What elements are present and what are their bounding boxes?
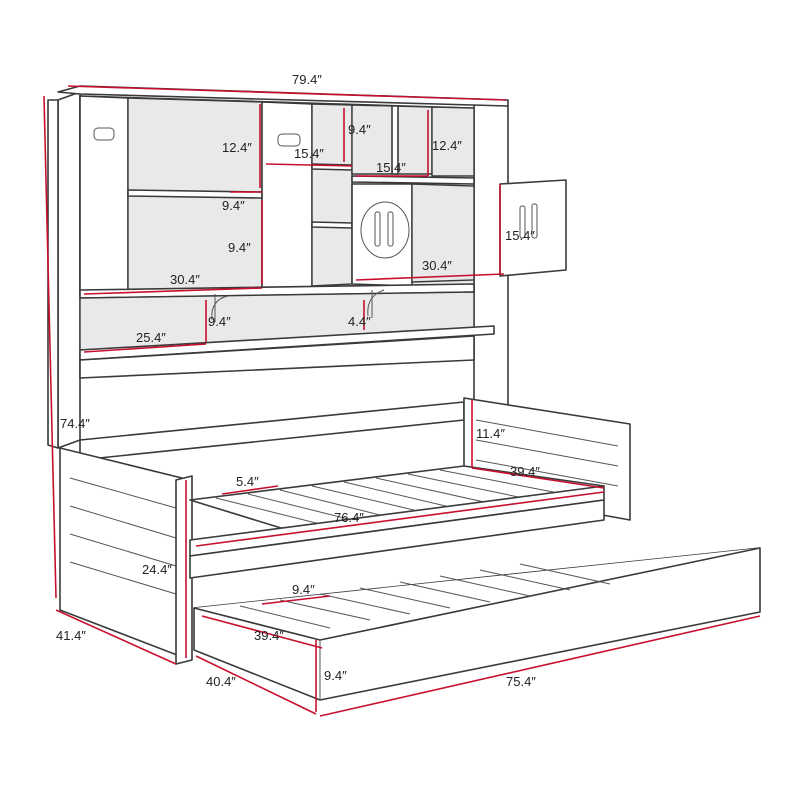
dim-line-height-74 <box>43 95 57 599</box>
dim-label-bed-width: 39.4″ <box>510 464 540 479</box>
dim-line-depth-41 <box>55 609 177 665</box>
dim-line-width-79 <box>67 85 507 101</box>
dimension-lines <box>43 85 761 717</box>
headboard-rail <box>79 335 475 379</box>
dim-label-lamp-height: 9.4″ <box>208 314 231 329</box>
dim-label-bed-length: 76.4″ <box>334 510 364 525</box>
trundle <box>193 547 761 701</box>
center-door-slot-2 <box>387 211 394 247</box>
right-door-slot-2 <box>531 203 538 239</box>
dim-label-ledge-width: 25.4″ <box>136 330 166 345</box>
left-post-side <box>47 99 59 449</box>
left-open-door <box>261 101 313 293</box>
center-door-cutout <box>360 201 410 259</box>
dim-label-right-cabinet-width: 30.4″ <box>422 258 452 273</box>
daybed-frame <box>59 397 631 665</box>
dim-label-trundle-inner-width: 39.4″ <box>254 628 284 643</box>
dim-line-15a <box>265 163 353 167</box>
dim-label-right-door-height: 15.4″ <box>505 228 535 243</box>
left-cabinet-side <box>79 95 129 297</box>
dim-label-total-depth: 41.4″ <box>56 628 86 643</box>
left-door-handle <box>277 133 301 147</box>
top-right-cubby <box>431 106 475 177</box>
dim-line-39b <box>201 615 323 649</box>
dim-line-76 <box>195 491 605 547</box>
dim-label-trundle-height: 9.4″ <box>324 668 347 683</box>
left-cabinet-handle <box>93 127 115 141</box>
hutch-headboard <box>47 85 567 449</box>
dim-label-trundle-width: 40.4″ <box>206 674 236 689</box>
dim-label-right-cubby-top: 12.4″ <box>432 138 462 153</box>
dim-label-side-height: 11.4″ <box>476 426 505 441</box>
dim-label-lamp-gap: 4.4″ <box>348 314 371 329</box>
dim-line-39a <box>471 467 605 489</box>
dim-label-left-shelf-gap: 9.4″ <box>222 198 245 213</box>
middle-cubby-column <box>311 103 353 287</box>
dim-line-5 <box>221 485 279 495</box>
front-ledge <box>79 325 495 361</box>
center-door-slot-1 <box>374 211 381 247</box>
dim-line-75 <box>319 615 761 717</box>
front-apron <box>189 499 605 579</box>
right-cabinet-back <box>411 183 475 283</box>
right-side-slats <box>475 419 619 487</box>
dimension-labels: 79.4″ 12.4″ 9.4″ 15.4″ 15.4″ 12.4″ 9.4″ … <box>56 72 540 689</box>
dim-line-30b <box>355 273 505 281</box>
trundle-slats <box>239 563 611 629</box>
left-side-post <box>175 475 193 665</box>
back-rail <box>79 401 465 461</box>
dim-label-left-cabinet-top: 12.4″ <box>222 140 252 155</box>
right-lamp-bracket <box>367 289 385 318</box>
dim-label-bed-height: 24.4″ <box>142 562 172 577</box>
left-side-slats <box>69 477 177 595</box>
dim-label-trundle-length: 75.4″ <box>506 674 536 689</box>
dim-label-total-height: 74.4″ <box>60 416 90 431</box>
dim-label-left-lower: 9.4″ <box>228 240 251 255</box>
dim-line-30a <box>83 287 263 295</box>
dim-label-small-cubby: 9.4″ <box>348 122 371 137</box>
dim-line-40 <box>195 655 317 715</box>
dim-label-left-cabinet-width: 30.4″ <box>170 272 200 287</box>
dim-label-door-width-b: 15.4″ <box>376 160 406 175</box>
dim-line-9e <box>261 595 331 605</box>
dim-label-door-width-a: 15.4″ <box>294 146 324 161</box>
left-post <box>57 91 81 449</box>
dim-line-25 <box>83 343 207 353</box>
right-door-slot-1 <box>519 205 526 239</box>
dim-label-slat-gap: 5.4″ <box>236 474 259 489</box>
middle-cubby-shelf-2 <box>311 221 353 229</box>
dim-label-width: 79.4″ <box>292 72 322 87</box>
top-center-divider <box>391 105 399 175</box>
dim-label-trundle-slat-gap: 9.4″ <box>292 582 315 597</box>
center-shelf <box>351 175 475 185</box>
platform-slats <box>215 469 585 535</box>
left-lamp-bracket <box>211 294 229 322</box>
